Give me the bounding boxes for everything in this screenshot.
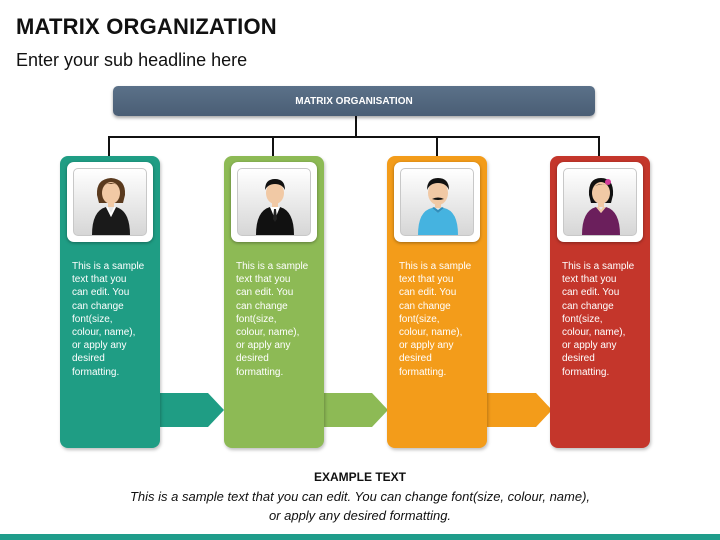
card-text-line: This is a sample <box>72 261 145 272</box>
card-text-line: formatting. <box>399 366 447 378</box>
card-text-line: text that you <box>562 274 617 286</box>
card-text-line: colour, name), <box>399 327 463 339</box>
example-body: This is a sample text that you can edit.… <box>90 487 630 525</box>
arrow-connector-1 <box>150 393 224 427</box>
card-text-line: colour, name), <box>72 327 136 339</box>
card-text-line: desired <box>72 353 105 365</box>
card-text-line: can edit. You <box>562 287 620 299</box>
card-text-line: font(size, <box>399 313 440 325</box>
photo-frame <box>231 162 317 242</box>
card-text-line: text that you <box>236 274 291 286</box>
header-label: MATRIX ORGANISATION <box>295 95 413 107</box>
card-text-line: This is a sample <box>562 261 635 272</box>
card-text-line: can edit. You <box>399 287 457 299</box>
card-text-line: desired <box>236 353 269 365</box>
card-text-line: text that you <box>72 274 127 286</box>
man-casual-icon <box>418 178 458 235</box>
card-text-line: colour, name), <box>236 327 300 339</box>
businessman-icon <box>256 179 294 235</box>
businesswoman-icon <box>92 178 130 235</box>
card-text-line: desired <box>399 353 432 365</box>
example-title: EXAMPLE TEXT <box>313 470 406 484</box>
card-text-line: formatting. <box>562 366 610 378</box>
card-text-line: can edit. You <box>72 287 130 299</box>
card-text-line: This is a sample <box>236 261 309 272</box>
slide-title: MATRIX ORGANIZATION <box>16 14 277 39</box>
card-text-line: or apply any <box>562 340 617 352</box>
card-text-line: formatting. <box>236 366 284 378</box>
photo-frame <box>394 162 480 242</box>
card-text-line: This is a sample <box>399 261 472 272</box>
bottom-accent-strip <box>0 534 720 540</box>
card-text-line: can edit. You <box>236 287 294 299</box>
example-line-1: This is a sample text that you can edit.… <box>129 489 591 504</box>
card-text-line: can change <box>72 300 124 312</box>
card-text-line: can change <box>562 300 614 312</box>
example-line-2: or apply any desired formatting. <box>268 508 452 523</box>
card-text-line: or apply any <box>399 340 454 352</box>
arrow-connector-2 <box>314 393 388 427</box>
card-text-line: font(size, <box>562 313 603 325</box>
card-text-line: can change <box>236 300 288 312</box>
card-text-line: or apply any <box>236 340 291 352</box>
photo-frame <box>557 162 643 242</box>
arrow-connector-3 <box>478 393 552 427</box>
connector-lines <box>108 116 600 157</box>
card-text-line: can change <box>399 300 451 312</box>
card-text-line: font(size, <box>236 313 277 325</box>
photo-frame <box>67 162 153 242</box>
card-text-line: font(size, <box>72 313 113 325</box>
card-text-line: or apply any <box>72 340 127 352</box>
card-text-line: colour, name), <box>562 327 626 339</box>
card-text-line: formatting. <box>72 366 120 378</box>
slide-subtitle: Enter your sub headline here <box>16 50 248 70</box>
header-bar: MATRIX ORGANISATION <box>113 86 595 116</box>
card-text-line: desired <box>562 353 595 365</box>
woman-icon <box>582 178 620 235</box>
card-text-line: text that you <box>399 274 454 286</box>
